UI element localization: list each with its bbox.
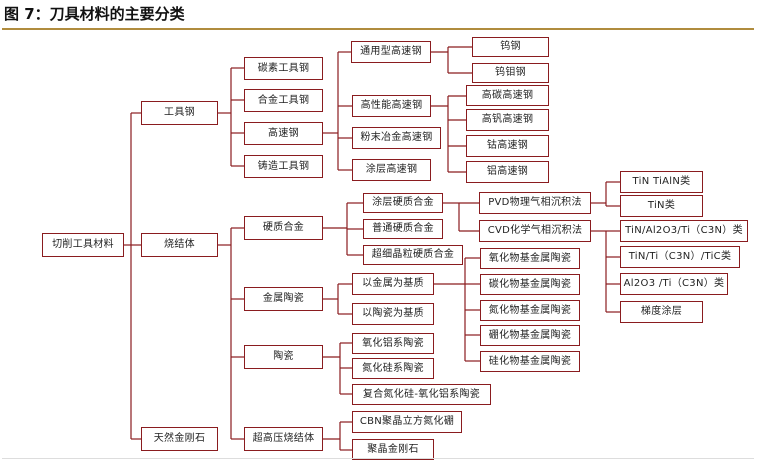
node-high-v-hss: 高钒高速钢 <box>466 109 549 131</box>
node-al-hss: 铝高速钢 <box>466 161 549 183</box>
node-silicide-cermet: 硅化物基金属陶瓷 <box>480 351 580 372</box>
node-ceramic: 陶瓷 <box>244 345 323 369</box>
node-al2o3-ti: Al2O3 /Ti（C3N）类 <box>620 273 728 295</box>
node-superhard: 超高压烧结体 <box>244 427 323 451</box>
node-hard-alloy: 硬质合金 <box>244 216 323 240</box>
node-cast-tool-steel: 铸造工具钢 <box>244 155 323 178</box>
node-pvd: PVD物理气相沉积法 <box>479 192 591 214</box>
node-gradient: 梯度涂层 <box>620 301 703 323</box>
node-carbide: 烧结体 <box>141 233 218 257</box>
node-tungsten-mo: 钨钼钢 <box>472 63 549 83</box>
node-cobalt-hss: 钴高速钢 <box>466 135 549 157</box>
node-root: 切削工具材料 <box>42 233 124 257</box>
node-composite: 复合氮化硅-氧化铝系陶瓷 <box>352 384 491 405</box>
node-tungsten: 钨钢 <box>472 37 549 57</box>
title-rule <box>2 28 754 30</box>
node-tin-al2o3-ti: TiN/Al2O3/Ti（C3N）类 <box>620 220 748 242</box>
bottom-rule <box>2 458 754 459</box>
node-tin: TiN类 <box>620 195 703 217</box>
node-alloy-tool-steel: 合金工具钢 <box>244 89 323 112</box>
node-cbn: CBN聚晶立方氮化硼 <box>352 411 462 433</box>
node-tool-steel: 工具钢 <box>141 101 218 125</box>
node-oxide-cermet: 氧化物基金属陶瓷 <box>480 248 580 269</box>
node-coated-hss: 涂层高速钢 <box>352 159 431 181</box>
node-tin-tialn: TiN TiAlN类 <box>620 171 703 193</box>
node-general-hss: 通用型高速钢 <box>351 41 431 63</box>
node-tin-ti-tic: TiN/Ti（C3N）/TiC类 <box>620 246 740 268</box>
node-carbide-cermet: 碳化物基金属陶瓷 <box>480 274 580 295</box>
node-alumina: 氧化铝系陶瓷 <box>352 333 434 354</box>
node-metal-based: 以金属为基质 <box>352 273 434 295</box>
node-boride-cermet: 硼化物基金属陶瓷 <box>480 325 580 346</box>
node-cvd: CVD化学气相沉积法 <box>479 220 591 242</box>
node-coated-carbide: 涂层硬质合金 <box>363 193 443 213</box>
node-high-perf-hss: 高性能高速钢 <box>352 95 431 117</box>
node-pcd: 聚晶金刚石 <box>352 439 434 460</box>
node-plain-carbide: 普通硬质合金 <box>363 219 443 239</box>
node-ultrafine-carbide: 超细晶粒硬质合金 <box>363 245 463 265</box>
node-high-carbon-hss: 高碳高速钢 <box>466 85 549 106</box>
node-ceramic-based: 以陶瓷为基质 <box>352 303 434 325</box>
node-si-nitride: 氮化硅系陶瓷 <box>352 358 434 379</box>
figure-title: 图 7：刀具材料的主要分类 <box>4 5 185 23</box>
node-carbon-tool-steel: 碳素工具钢 <box>244 57 323 80</box>
node-nitride-cermet: 氮化物基金属陶瓷 <box>480 300 580 321</box>
node-cermet: 金属陶瓷 <box>244 287 323 311</box>
node-hss: 高速钢 <box>244 122 323 145</box>
node-pm-hss: 粉末冶金高速钢 <box>352 127 441 149</box>
node-diamond-natural: 天然金刚石 <box>141 427 218 451</box>
